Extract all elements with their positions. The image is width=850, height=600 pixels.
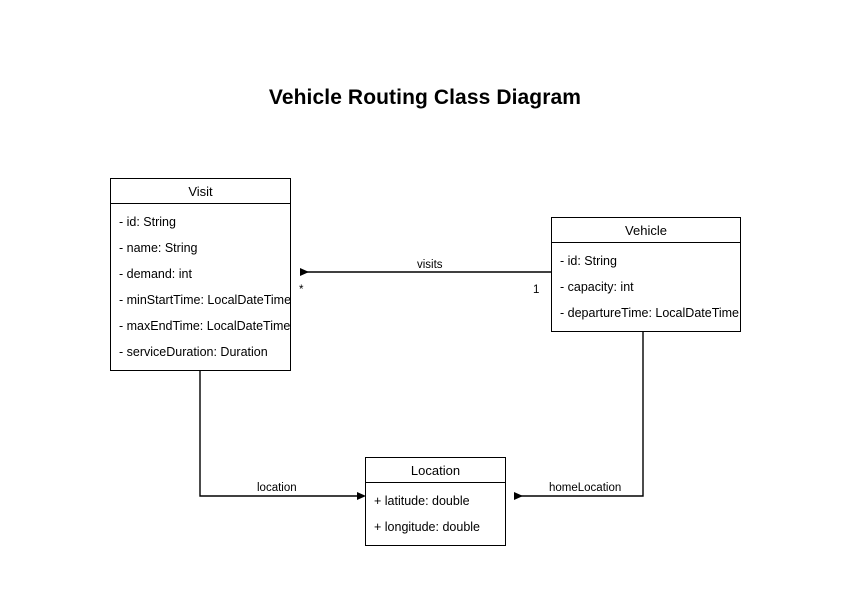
class-name-visit: Visit — [111, 179, 290, 204]
class-attribute: + latitude: double — [374, 494, 470, 508]
page-title: Vehicle Routing Class Diagram — [268, 86, 582, 109]
edge-location-line — [199, 360, 366, 500]
class-attribute: - departureTime: LocalDateTime — [560, 306, 740, 320]
class-name-location: Location — [366, 458, 505, 483]
class-attribute: - demand: int — [119, 267, 192, 281]
class-attribute: - name: String — [119, 241, 198, 255]
class-attributes-vehicle: - id: String - capacity: int - departure… — [552, 243, 740, 331]
class-attribute: - capacity: int — [560, 280, 634, 294]
class-attributes-visit: - id: String - name: String - demand: in… — [111, 204, 292, 370]
class-box-vehicle[interactable]: Vehicle - id: String - capacity: int - d… — [551, 217, 741, 332]
multiplicity-vehicle-end: 1 — [533, 284, 540, 296]
class-box-location[interactable]: Location + latitude: double + longitude:… — [365, 457, 506, 546]
edge-homelocation — [514, 321, 644, 500]
class-attribute: - minStartTime: LocalDateTime — [119, 293, 292, 307]
class-attribute: - maxEndTime: LocalDateTime — [119, 319, 291, 333]
class-attribute: - serviceDuration: Duration — [119, 345, 268, 359]
class-attribute: - id: String — [119, 215, 176, 229]
class-box-visit[interactable]: Visit - id: String - name: String - dema… — [110, 178, 291, 371]
multiplicity-visit-end: * — [299, 284, 304, 296]
edge-location — [199, 360, 366, 500]
edge-label-visits: visits — [414, 259, 446, 271]
class-attribute: + longitude: double — [374, 520, 480, 534]
edge-label-location: location — [254, 482, 300, 494]
edge-homelocation-line — [514, 321, 644, 500]
class-attributes-location: + latitude: double + longitude: double — [366, 483, 505, 545]
edge-label-homelocation: homeLocation — [546, 482, 625, 494]
class-attribute: - id: String — [560, 254, 617, 268]
class-name-vehicle: Vehicle — [552, 218, 740, 243]
